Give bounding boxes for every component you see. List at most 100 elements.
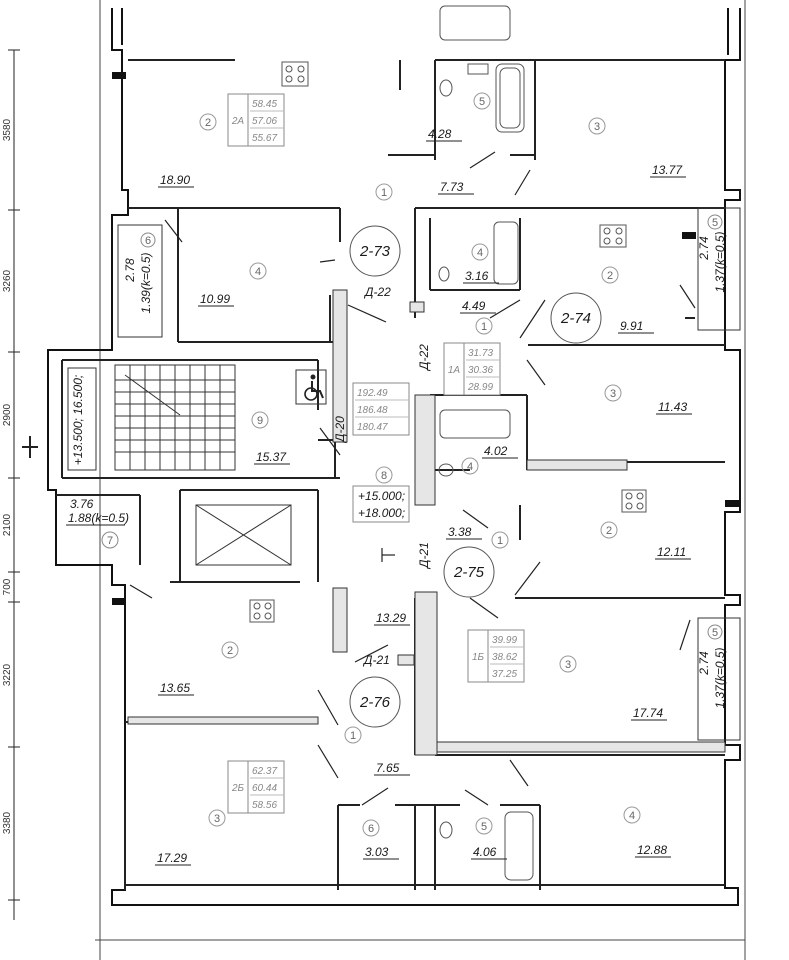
hatched-walls — [127, 289, 726, 756]
stair-elevations: +13.500; 16.500; — [71, 375, 85, 465]
room-area: 4.06 — [473, 845, 497, 859]
room-number: 2 — [205, 117, 211, 129]
door-tag: Д-20 — [333, 416, 347, 444]
balcony-left-area: 2.78 — [123, 258, 137, 283]
room-number-circle — [375, 466, 393, 484]
room-number: 3 — [594, 121, 600, 133]
stove-icons — [249, 61, 647, 623]
stair-flight — [114, 364, 236, 471]
room-number-circle — [475, 317, 493, 335]
room-number-circle — [600, 521, 618, 539]
area-box-value: 60.44 — [252, 783, 277, 794]
room-area: 7.73 — [440, 180, 464, 194]
room-number: 1 — [350, 730, 356, 742]
door-tag: Д-22 — [417, 344, 431, 372]
door-tag: Д-22 — [363, 285, 391, 299]
room-number-circle — [491, 531, 509, 549]
balcony-right-bottom-area: 2.74 — [697, 651, 711, 676]
area-box-value: 180.47 — [357, 422, 388, 433]
area-box-value: 58.45 — [252, 99, 277, 110]
dim-left-2: 3260 — [2, 269, 13, 292]
elevation-mark: +15.000; +18.000; — [352, 485, 410, 523]
room-number: 3 — [610, 388, 616, 400]
loggia-k: 1.88(k=0.5) — [68, 511, 129, 525]
area-box-value: 39.99 — [492, 635, 517, 646]
room-number-circle — [588, 117, 606, 135]
room-area: 3.38 — [448, 525, 472, 539]
room-area: 3.16 — [465, 269, 489, 283]
interior-walls — [56, 59, 725, 890]
dim-left-1: 3580 — [2, 118, 13, 141]
apartment-circle — [550, 292, 602, 344]
apartment-label: 2-75 — [453, 564, 485, 581]
area-box-value: 57.06 — [252, 116, 277, 127]
room-number: 2 — [607, 270, 613, 282]
apartment-markers: 2-732-742-752-76 — [349, 225, 602, 728]
dimension-lines — [8, 49, 38, 920]
room-number: 5 — [481, 821, 487, 833]
balcony-right-top-num: 5 — [712, 217, 718, 229]
area-box-value: 28.99 — [467, 382, 493, 393]
room-area: 13.65 — [160, 681, 190, 695]
area-box-value: 38.62 — [492, 652, 517, 663]
elevator-shaft — [195, 504, 292, 566]
room-area: 4.28 — [428, 127, 452, 141]
apartment-circle — [349, 676, 401, 728]
room-area: 12.11 — [657, 545, 686, 559]
room-number-circle — [461, 457, 479, 475]
room-area: 7.65 — [376, 761, 400, 775]
balcony-right-top-area: 2.74 — [697, 236, 711, 261]
room-number: 8 — [381, 470, 387, 482]
room-number-circle — [623, 806, 641, 824]
room-number-circle — [251, 411, 269, 429]
room-number: 4 — [467, 461, 473, 473]
apartment-circle — [349, 225, 401, 277]
room-area: 4.49 — [462, 299, 486, 313]
area-box-frame — [443, 342, 501, 396]
balcony-left: 6 2.78 1.39(k=0.5) — [117, 224, 163, 338]
door-tag: Д-21 — [417, 542, 431, 570]
area-box-value: 31.73 — [468, 348, 493, 359]
room-number-circle — [559, 655, 577, 673]
balcony-right-bottom-k: 1.37(k=0.5) — [713, 647, 727, 708]
area-box-frame — [227, 93, 285, 147]
room-area: 17.29 — [157, 851, 187, 865]
room-number-circle — [475, 817, 493, 835]
room-number-circle — [208, 809, 226, 827]
room-number: 2 — [606, 525, 612, 537]
room-number-circle — [471, 243, 489, 261]
room-area: 3.03 — [365, 845, 389, 859]
axis-lines — [95, 0, 746, 960]
apartment-circle — [443, 546, 495, 598]
room-number: 4 — [629, 810, 635, 822]
room-number: 4 — [477, 247, 483, 259]
balcony-right-top-k: 1.37(k=0.5) — [713, 231, 727, 292]
room-area: 13.29 — [376, 611, 406, 625]
loggia-left: 7 3.76 1.88(k=0.5) — [66, 497, 129, 549]
area-box-value: 62.37 — [252, 766, 277, 777]
area-box-frame — [227, 760, 285, 814]
balcony-left-num: 6 — [145, 235, 151, 247]
area-box-value: 192.49 — [357, 388, 388, 399]
area-box-frame — [467, 629, 525, 683]
window-marks — [112, 72, 739, 605]
room-number-circle — [375, 183, 393, 201]
area-box-value: 58.56 — [252, 800, 277, 811]
room-number-circle — [604, 384, 622, 402]
balcony-right-top: 5 2.74 1.37(k=0.5) — [697, 207, 741, 331]
elevation-1: +15.000; — [358, 489, 405, 503]
dim-left-4: 2100 — [2, 513, 13, 536]
area-box-code: 1А — [448, 365, 461, 376]
loggia-num: 7 — [107, 535, 113, 547]
dimension-labels: 3580 3260 2900 2100 700 3220 3380 — [2, 118, 13, 834]
room-area: 12.88 — [637, 843, 667, 857]
apartment-label: 2-76 — [359, 694, 391, 711]
apartment-label: 2-74 — [560, 310, 591, 327]
door-swings — [129, 151, 696, 806]
room-number-circle — [344, 726, 362, 744]
room-number-circle — [601, 266, 619, 284]
room-number: 3 — [214, 813, 220, 825]
door-tags: Д-22Д-22Д-20Д-21Д-21 — [333, 285, 431, 667]
